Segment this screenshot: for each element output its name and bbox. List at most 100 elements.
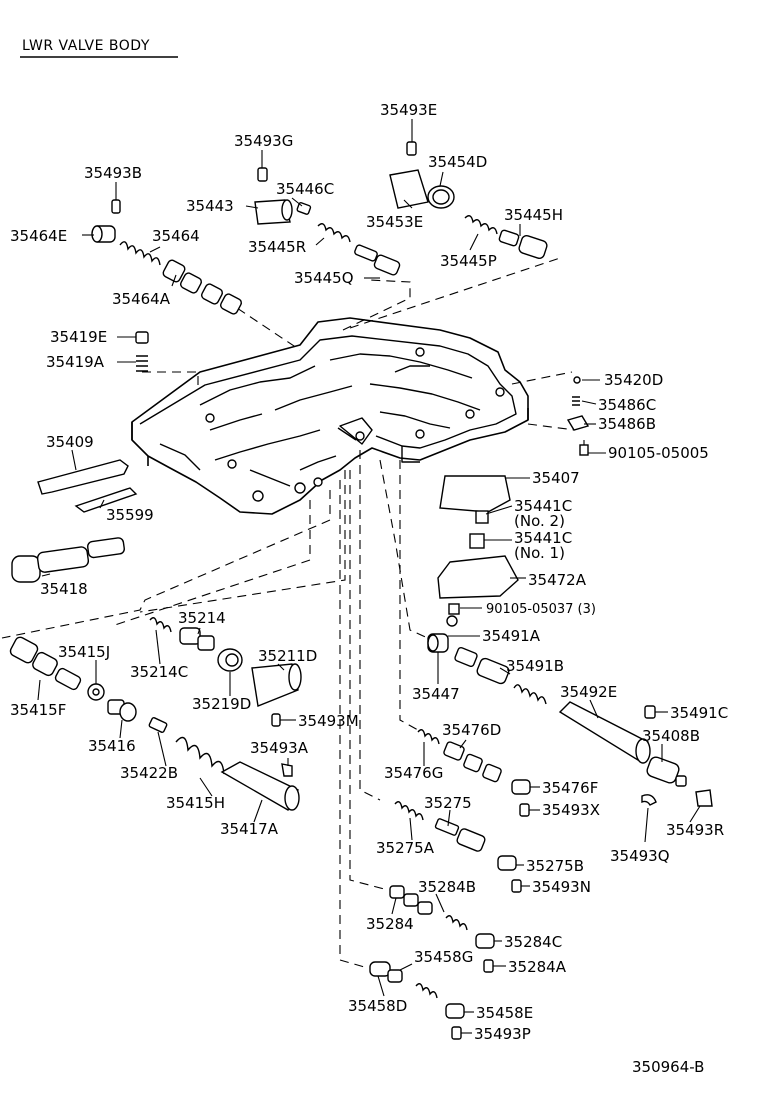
label-35420D: 35420D — [604, 371, 663, 389]
label-35472A: 35472A — [528, 571, 587, 589]
label-35443: 35443 — [186, 197, 234, 215]
figure-id: 350964-B — [632, 1058, 704, 1076]
label-35219D: 35219D — [192, 695, 251, 713]
part-35476F — [511, 779, 531, 795]
label-35446C: 35446C — [276, 180, 334, 198]
label-35415H: 35415H — [166, 794, 225, 812]
label-35275: 35275 — [424, 794, 472, 812]
part-35445R — [317, 223, 351, 243]
label-35493R: 35493R — [666, 821, 724, 839]
part-labels: 35493E 35493G 35454D 35493B 35446C 35443… — [10, 101, 728, 1043]
part-35415J — [87, 683, 105, 701]
label-35284A: 35284A — [508, 958, 567, 976]
label-35417A: 35417A — [220, 820, 279, 838]
parts — [9, 141, 713, 1040]
label-35409: 35409 — [46, 433, 94, 451]
part-35493G — [257, 167, 268, 182]
part-35458D — [369, 961, 403, 983]
part-35599 — [74, 487, 138, 513]
part-35445P — [464, 215, 498, 235]
label-35491B: 35491B — [506, 657, 564, 675]
part-35443 — [254, 199, 293, 225]
label-35275B: 35275B — [526, 857, 584, 875]
label-35214: 35214 — [178, 609, 226, 627]
part-35445H — [498, 229, 548, 259]
part-90105-05005 — [579, 440, 589, 456]
part-35422B — [148, 717, 168, 733]
part-35214 — [179, 627, 215, 651]
label-35491A: 35491A — [482, 627, 541, 645]
part-35409 — [37, 459, 129, 495]
label-90105-05005: 90105-05005 — [608, 444, 709, 462]
label-35415F: 35415F — [10, 701, 66, 719]
part-35491C — [644, 705, 656, 719]
label-35464E: 35464E — [10, 227, 67, 245]
diagram-title: LWR VALVE BODY — [22, 38, 150, 54]
lower-valve-body — [131, 317, 529, 515]
part-35493M — [271, 713, 281, 727]
part-35493A — [281, 763, 293, 777]
label-35453E: 35453E — [366, 213, 423, 231]
part-35419A — [136, 355, 148, 372]
part-90105-05037 — [446, 603, 460, 627]
part-35493B — [111, 199, 121, 214]
part-35284 — [389, 885, 433, 915]
label-35445R: 35445R — [248, 238, 306, 256]
label-35407: 35407 — [532, 469, 580, 487]
part-35275 — [434, 818, 486, 852]
label-35445Q: 35445Q — [294, 269, 354, 287]
label-35419A: 35419A — [46, 353, 105, 371]
part-35408B — [646, 756, 687, 787]
part-35464 — [119, 241, 161, 266]
part-35284A — [483, 959, 494, 973]
part-35407 — [439, 475, 511, 513]
part-35458E — [445, 1003, 465, 1019]
label-35493A: 35493A — [250, 739, 309, 757]
label-35447: 35447 — [412, 685, 460, 703]
part-35441C-no1 — [469, 533, 485, 549]
part-35415F — [9, 636, 82, 691]
label-35493E: 35493E — [380, 101, 437, 119]
label-35275A: 35275A — [376, 839, 435, 857]
part-35416 — [107, 699, 137, 722]
label-35476D: 35476D — [442, 721, 501, 739]
label-35493Q: 35493Q — [610, 847, 670, 865]
part-35493N — [511, 879, 522, 893]
label-35454D: 35454D — [428, 153, 487, 171]
part-35441C-no2 — [475, 510, 489, 524]
part-35284B — [445, 915, 468, 931]
part-35211D — [251, 663, 302, 707]
part-35486C — [572, 396, 580, 406]
label-35284C: 35284C — [504, 933, 562, 951]
part-35458G — [415, 983, 438, 999]
part-35284C — [475, 933, 495, 949]
label-35408B: 35408B — [642, 727, 700, 745]
label-35441C-no1-note: (No. 1) — [514, 544, 565, 562]
part-35476G — [417, 729, 440, 745]
label-35422B: 35422B — [120, 764, 178, 782]
part-35476D — [443, 741, 502, 783]
label-35416: 35416 — [88, 737, 136, 755]
label-35418: 35418 — [40, 580, 88, 598]
label-35493N: 35493N — [532, 878, 591, 896]
label-35441C-no2: 35441C — [514, 497, 572, 515]
label-35476G: 35476G — [384, 764, 443, 782]
label-35441C-no2-note: (No. 2) — [514, 512, 565, 530]
label-35419E: 35419E — [50, 328, 107, 346]
label-35415J: 35415J — [58, 643, 110, 661]
label-35493X: 35493X — [542, 801, 600, 819]
part-35420D — [573, 376, 581, 384]
part-35214C — [149, 617, 172, 633]
label-35493P: 35493P — [474, 1025, 531, 1043]
part-35493R — [695, 789, 713, 807]
part-35275B — [497, 855, 517, 871]
part-35491A — [427, 633, 449, 653]
part-35493X — [519, 803, 530, 817]
label-35441C-no1: 35441C — [514, 529, 572, 547]
part-35492E — [558, 701, 651, 764]
part-35454D — [389, 169, 455, 209]
part-35464E — [91, 225, 116, 243]
part-35493E — [406, 141, 417, 156]
label-35476F: 35476F — [542, 779, 598, 797]
